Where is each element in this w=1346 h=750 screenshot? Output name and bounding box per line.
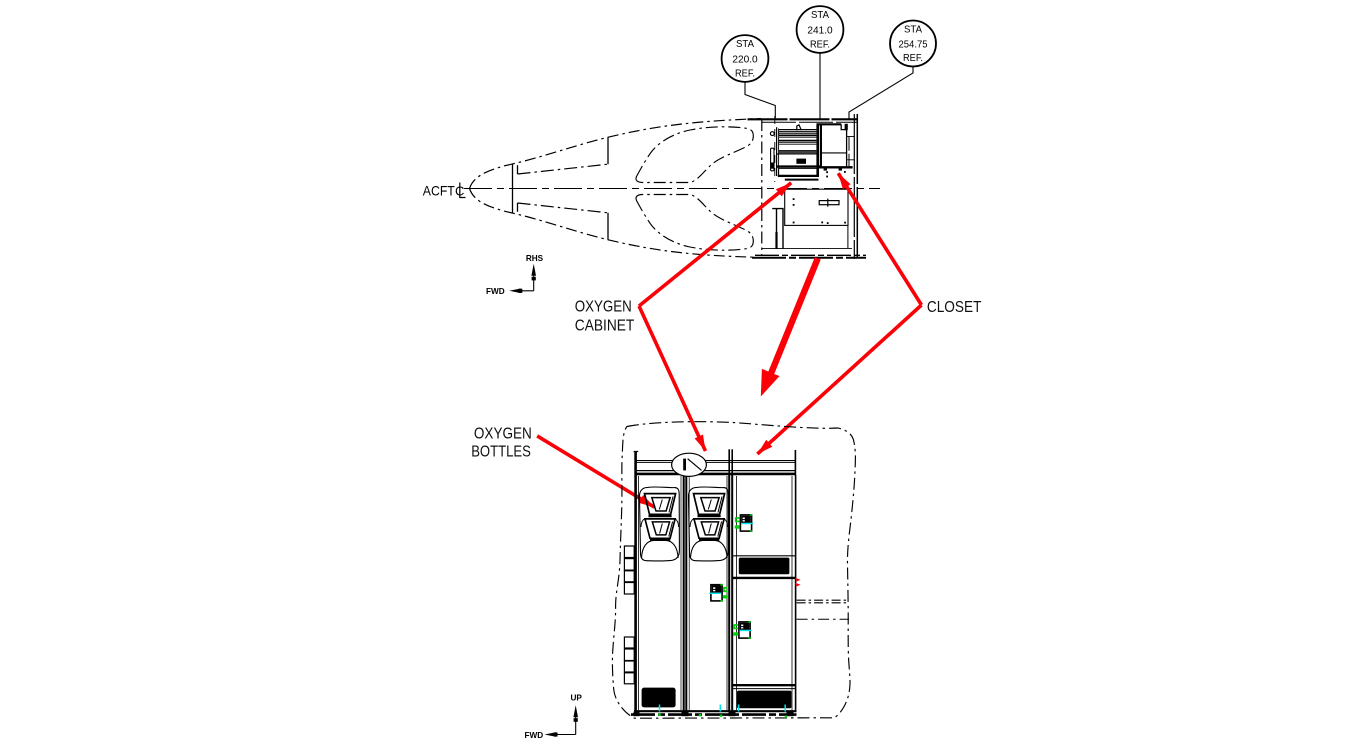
svg-text:CLOSET: CLOSET [927,299,982,316]
svg-text:STA: STA [736,38,754,50]
svg-text:FWD: FWD [524,731,543,740]
svg-text:REF.: REF. [735,68,755,80]
svg-text:STA: STA [904,23,922,35]
svg-text:220.0: 220.0 [732,54,757,66]
svg-text:CABINET: CABINET [575,318,635,335]
svg-text:UP: UP [571,693,583,702]
svg-text:REF.: REF. [810,39,830,51]
svg-text:STA: STA [811,9,829,21]
svg-text:OXYGEN: OXYGEN [575,299,632,316]
svg-text:254.75: 254.75 [899,39,928,51]
svg-text:BOTTLES: BOTTLES [471,443,531,460]
svg-text:RHS: RHS [526,254,544,263]
svg-text:ACFT: ACFT [423,182,455,198]
svg-text:241.0: 241.0 [807,25,832,37]
svg-text:REF.: REF. [903,52,923,64]
svg-text:OXYGEN: OXYGEN [474,425,532,442]
svg-text:FWD: FWD [486,287,505,296]
